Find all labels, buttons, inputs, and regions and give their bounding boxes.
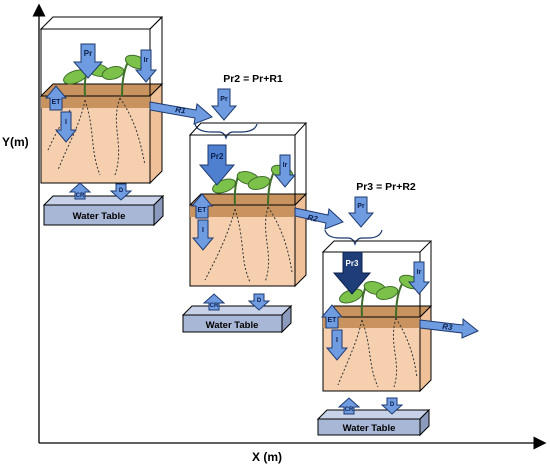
plant [212,164,294,206]
rainfall-arrow: Pr [72,43,104,79]
svg-text:R1: R1 [175,105,187,115]
capillary-rise-arrow: CR [337,397,361,415]
brace [194,123,258,140]
y-axis-label: Y(m) [2,135,29,149]
svg-text:Ir: Ir [283,162,288,169]
incoming-rainfall-arrow: Pr [210,88,238,121]
evapotranspiration-arrow: ET [44,85,68,111]
svg-text:D: D [390,402,395,408]
irrigation-arrow: Ir [407,261,431,295]
svg-text:Ir: Ir [144,57,149,64]
rainfall-arrow: Pr3 [332,251,372,295]
svg-text:D: D [119,188,124,194]
drainage-arrow: D [247,293,271,311]
svg-text:I: I [336,337,338,344]
capillary-rise-arrow: CR [68,182,92,200]
svg-text:Pr: Pr [84,49,92,58]
svg-text:I: I [65,119,67,126]
capillary-rise-arrow: CR [202,293,226,311]
svg-text:CR: CR [345,407,354,413]
svg-text:Water Table: Water Table [206,320,259,331]
svg-text:ET: ET [328,317,338,324]
svg-text:CR: CR [76,193,85,199]
runoff-arrow: R2 [294,207,344,230]
evapotranspiration-arrow: ET [320,304,344,329]
brace [324,229,383,246]
irrigation-arrow: Ir [134,49,158,83]
svg-text:Water Table: Water Table [343,423,396,434]
water-table: Water Table [316,408,431,437]
drainage-arrow: D [380,397,404,415]
rainfall-arrow: Pr2 [198,144,236,186]
svg-text:R2: R2 [307,213,319,224]
svg-text:Water Table: Water Table [73,211,126,222]
svg-text:R3: R3 [442,322,454,332]
svg-text:Pr: Pr [357,203,365,210]
svg-text:D: D [257,298,262,304]
svg-text:ET: ET [52,99,62,106]
water-table: Water Table [42,194,165,227]
svg-text:ET: ET [198,207,208,214]
incoming-rainfall-arrow: Pr [347,196,375,228]
rain-equation-2: Pr2 = Pr+R1 [223,73,283,85]
evapotranspiration-arrow: ET [190,193,214,219]
drainage-arrow: D [109,183,133,201]
soil-column-2: Pr2 = Pr+R1 Pr Pr2 [181,73,344,334]
runoff-arrow: R1 [149,101,213,125]
svg-text:CR: CR [210,303,219,309]
rain-equation-3: Pr3 = Pr+R2 [356,181,416,193]
soil-column-3: Pr3 = Pr+R2 Pr Pr3 [316,181,479,437]
svg-text:Pr2: Pr2 [211,152,224,161]
svg-text:Pr: Pr [220,96,228,103]
svg-text:I: I [202,227,204,234]
infiltration-arrow: I [191,219,215,251]
x-axis-label: X (m) [252,450,282,464]
runoff-arrow: R3 [419,317,479,339]
soil-column-1: Pr Ir ET I R1 Water Table [39,16,213,227]
svg-text:Pr3: Pr3 [346,259,359,268]
irrigation-arrow: Ir [273,154,297,188]
svg-text:Ir: Ir [417,269,422,276]
infiltration-arrow: I [325,329,349,361]
infiltration-arrow: I [54,111,78,143]
water-table: Water Table [181,304,293,334]
